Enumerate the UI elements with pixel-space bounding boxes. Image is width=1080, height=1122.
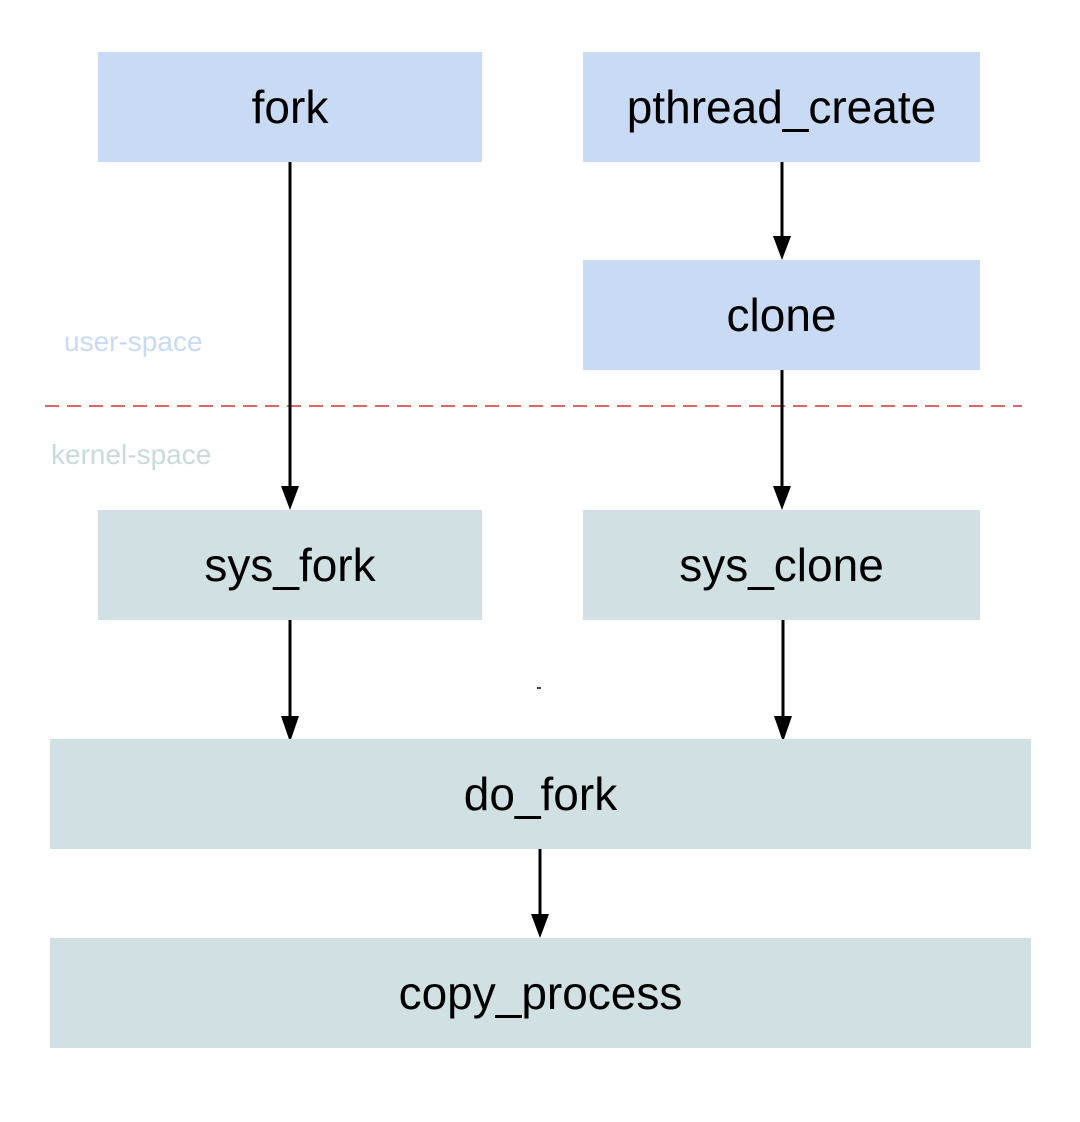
arrow-clone-to-sys-clone [773, 370, 791, 510]
clone-node: clone [583, 260, 980, 370]
arrow-fork-to-sys-fork [281, 162, 299, 510]
do-fork-node: do_fork [50, 739, 1031, 849]
arrow-sys-fork-to-do-fork [281, 620, 299, 742]
arrow-pthread-create-to-clone [773, 162, 791, 260]
copy-process-node: copy_process [50, 938, 1031, 1048]
pthread-create-node: pthread_create [583, 52, 980, 162]
kernel-space-label: kernel-space [51, 439, 212, 470]
arrow-sys-clone-to-do-fork [774, 610, 792, 742]
sys-clone-node: sys_clone [583, 510, 980, 620]
user-space-label: user-space [64, 326, 203, 357]
fork-node: fork [98, 52, 482, 162]
sys-fork-node: sys_fork [98, 510, 482, 620]
arrow-do-fork-to-copy-process [531, 849, 549, 938]
